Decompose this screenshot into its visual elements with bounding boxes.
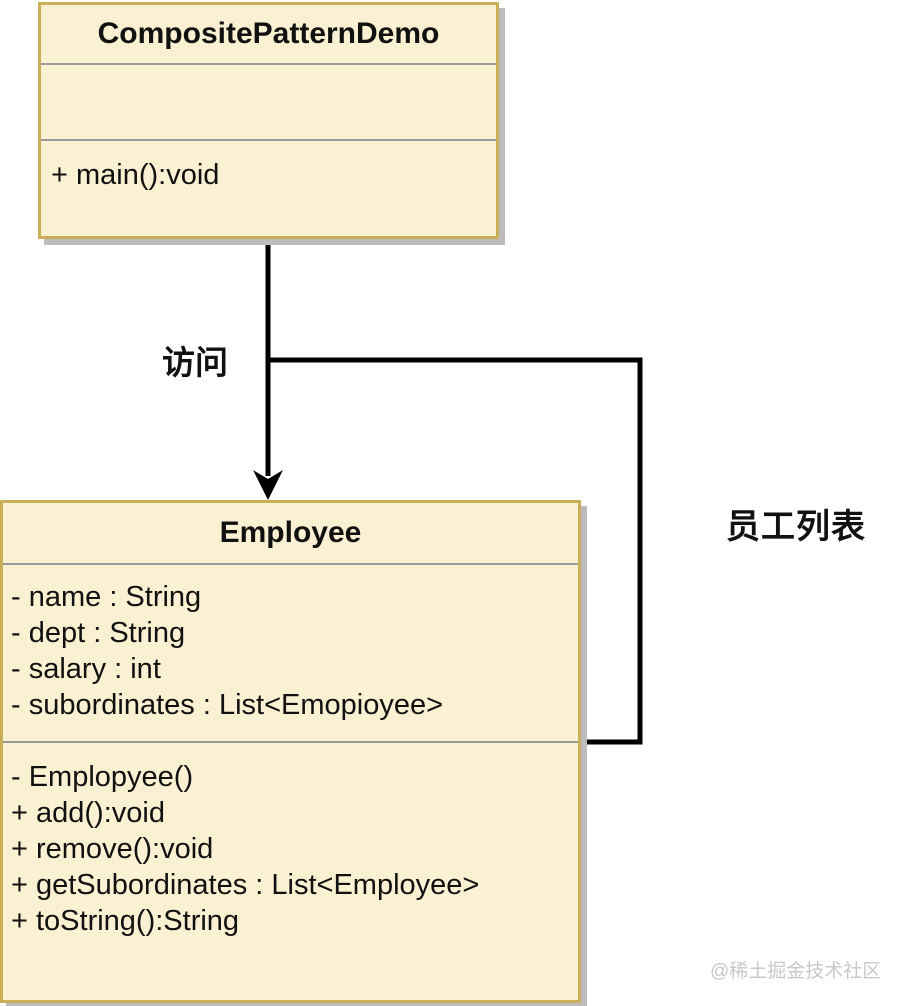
section-divider — [3, 741, 578, 743]
edge-label-employee-list: 员工列表 — [726, 508, 866, 546]
edge-label-access: 访问 — [162, 344, 228, 381]
section-divider — [41, 63, 496, 65]
attribute-item: - subordinates : List<Emopioyee> — [11, 689, 444, 721]
attributes-section — [41, 65, 496, 139]
method-item: + getSubordinates : List<Employee> — [11, 869, 480, 901]
attributes-section: - name : String - dept : String - salary… — [3, 565, 578, 741]
attribute-item: - salary : int — [11, 653, 161, 685]
class-box-compositepatterndemo: CompositePatternDemo + main():void — [38, 2, 499, 239]
method-item: + toString():String — [11, 905, 240, 937]
method-item: + remove():void — [11, 833, 214, 865]
attribute-item: - name : String — [11, 581, 202, 613]
access-arrowhead — [253, 470, 283, 500]
method-item: + add():void — [11, 797, 165, 829]
class-box-employee: Employee - name : String - dept : String… — [0, 500, 581, 1003]
attribute-item: - dept : String — [11, 617, 186, 649]
method-item: - Emplopyee() — [11, 761, 194, 793]
method-item: + main():void — [51, 159, 220, 191]
section-divider — [41, 139, 496, 141]
section-divider — [3, 563, 578, 565]
class-title: CompositePatternDemo — [97, 17, 440, 50]
methods-section: + main():void — [41, 141, 496, 236]
methods-section: - Emplopyee() + add():void + remove():vo… — [3, 743, 578, 1000]
class-title: Employee — [219, 516, 362, 549]
watermark-text: @稀土掘金技术社区 — [710, 961, 882, 982]
